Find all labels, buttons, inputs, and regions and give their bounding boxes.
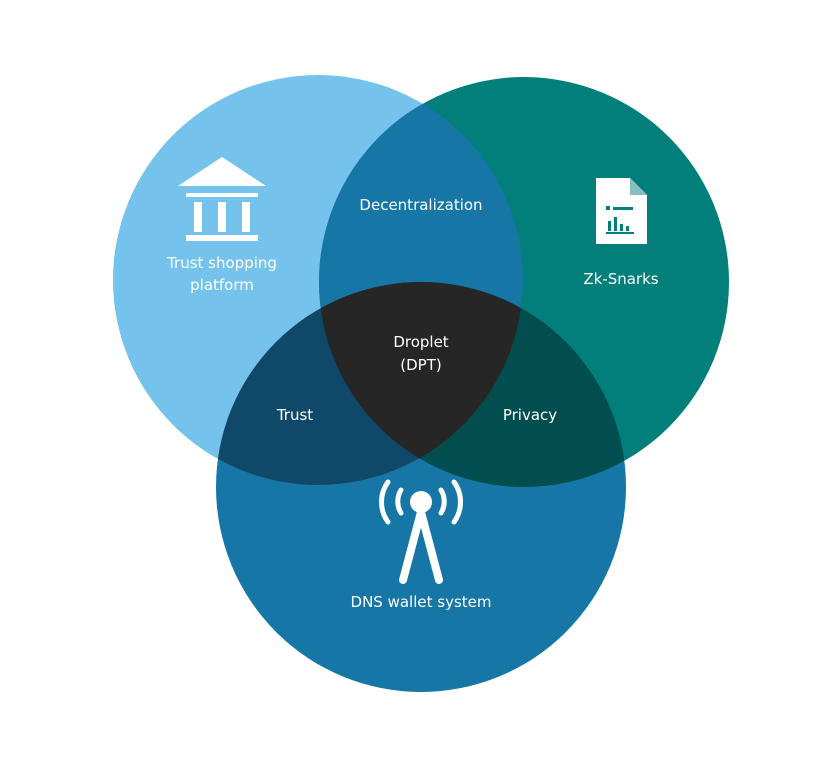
label-trust-shopping-line1: Trust shopping bbox=[166, 254, 277, 272]
label-decentralization: Decentralization bbox=[359, 196, 482, 214]
label-trust: Trust bbox=[276, 406, 313, 424]
region-trust bbox=[216, 282, 523, 485]
label-dpt: (DPT) bbox=[400, 356, 441, 374]
label-trust-shopping-line2: platform bbox=[190, 276, 254, 294]
label-dns-wallet-system: DNS wallet system bbox=[351, 593, 492, 611]
label-privacy: Privacy bbox=[503, 406, 557, 424]
antenna-icon bbox=[379, 479, 463, 584]
region-privacy bbox=[319, 282, 626, 487]
label-zk-snarks: Zk-Snarks bbox=[583, 270, 658, 288]
label-droplet: Droplet bbox=[393, 333, 448, 351]
bank-icon bbox=[178, 157, 266, 241]
document-chart-icon bbox=[596, 178, 647, 244]
